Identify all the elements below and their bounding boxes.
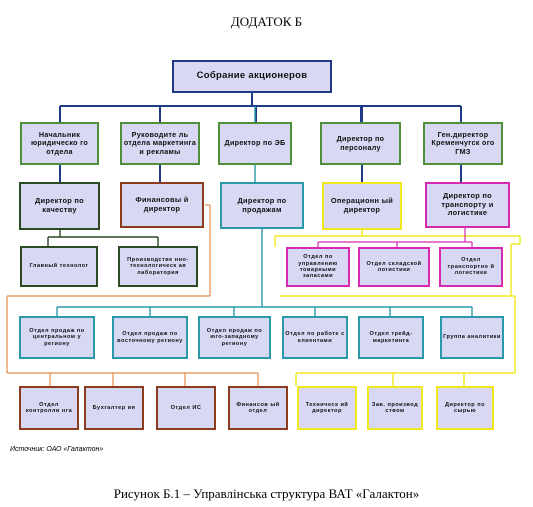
node-controlling-dept: Отдел контролли нга — [19, 386, 79, 430]
source-note: Источник: ОАО «Галактон» — [10, 446, 104, 453]
node-hr-director: Директор по персоналу — [320, 122, 401, 165]
node-transport-logistics-director: Директор по транспорту и логистике — [425, 182, 510, 228]
node-sales-director: Директор по продажам — [220, 182, 304, 229]
node-legal-head: Начальник юридическо го отдела — [20, 122, 99, 165]
node-sales-central: Отдел продаж по центральном у региону — [19, 316, 95, 359]
node-quality-director: Директор по качеству — [19, 182, 100, 230]
node-marketing-head: Руководите ль отдела маркетинга и реклам… — [120, 122, 200, 165]
node-gmz-ceo: Ген.директор Кременчугск ого ГМЗ — [423, 122, 503, 165]
node-chief-technologist: Главный технолог — [20, 246, 98, 287]
node-raw-materials-director: Директор по сырью — [436, 386, 494, 430]
node-accounting: Бухгалтер ия — [84, 386, 144, 430]
node-eb-director: Директор по ЭБ — [218, 122, 292, 165]
node-analytics-group: Группа аналитики — [440, 316, 504, 359]
magenta-connectors — [317, 228, 473, 247]
node-sales-east: Отдел продаж по восточному региону — [112, 316, 188, 359]
node-financial-director: Финансовы й директор — [120, 182, 204, 228]
node-trade-marketing: Отдел трейд-маркетинга — [358, 316, 424, 359]
page-title: ДОДАТОК Б — [230, 14, 303, 29]
node-production-lab: Производстве нно-технологическ ая лабора… — [118, 246, 198, 287]
node-is-dept: Отдел ИС — [156, 386, 216, 430]
yellow-connectors — [274, 230, 521, 386]
node-transport-logistics-dept: Отдел транспортно й логистики — [439, 247, 503, 287]
node-sales-southwest: Отдел продаж по юго-западному региону — [198, 316, 271, 359]
node-operations-director: Операционн ый директор — [322, 182, 402, 230]
orange-connectors — [6, 204, 259, 386]
node-warehouse-logistics-dept: Отдел складской логистики — [358, 247, 430, 287]
node-client-relations: Отдел по работе с клиентами — [282, 316, 348, 359]
dark-green-connectors — [47, 230, 159, 246]
node-shareholders-meeting: Собрание акционеров — [172, 60, 332, 93]
node-inventory-dept: Отдел по управлению товарными запасами — [286, 247, 350, 287]
node-finance-dept: Финансов ый отдел — [228, 386, 288, 430]
node-production-manager: Зав. производ ством — [367, 386, 423, 430]
figure-caption: Рисунок Б.1 – Управлінська структура ВАТ… — [113, 486, 420, 501]
teal-connectors — [56, 106, 473, 316]
node-technical-director: Техническ ий директор — [297, 386, 357, 430]
